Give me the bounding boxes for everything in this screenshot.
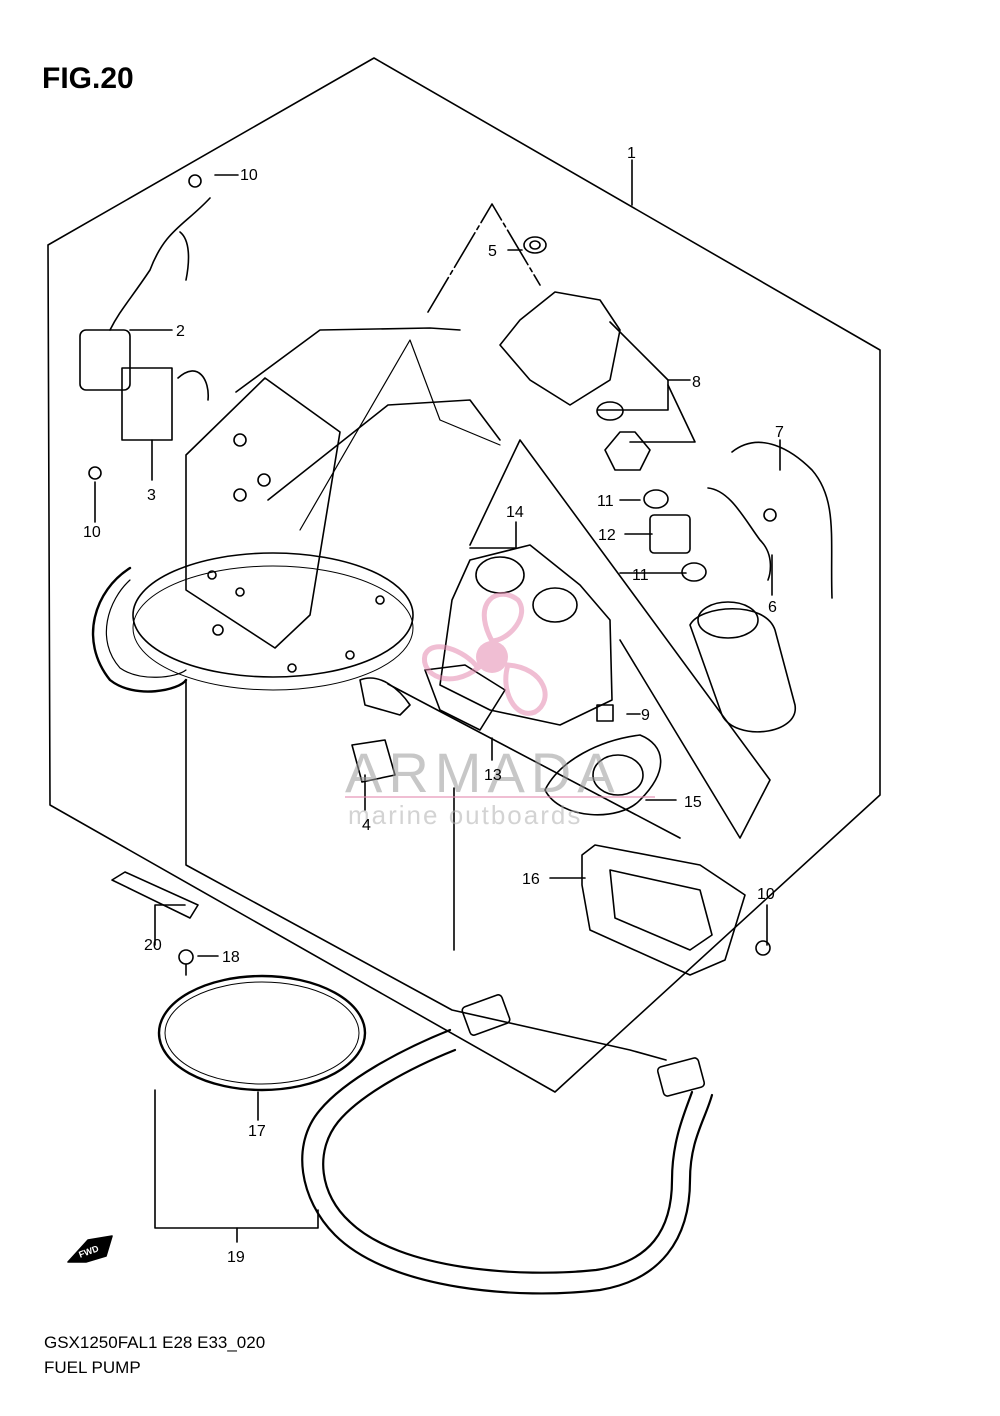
bracket-arm bbox=[235, 327, 461, 393]
bolt-10-right bbox=[755, 940, 771, 956]
callout-10-left: 10 bbox=[83, 524, 101, 541]
callout-16: 16 bbox=[522, 871, 540, 888]
callout-10-top: 10 bbox=[240, 167, 258, 184]
hose-connector-lower bbox=[656, 1057, 706, 1097]
callout-10-right: 10 bbox=[757, 886, 775, 903]
subgroup-boundary-pump bbox=[469, 439, 771, 839]
pump-bracket bbox=[185, 377, 341, 649]
part-12 bbox=[649, 514, 691, 554]
bolt-10-top bbox=[188, 174, 202, 188]
pump-flange-edge bbox=[132, 565, 414, 691]
wire-7 bbox=[731, 441, 833, 599]
filter-cap bbox=[604, 431, 651, 471]
watermark: ARMADA marine outboards bbox=[345, 591, 655, 830]
callout-18: 18 bbox=[222, 949, 240, 966]
assembly-boundary bbox=[47, 57, 881, 1093]
watermark-logo-icon bbox=[476, 641, 508, 673]
oring-11b bbox=[681, 562, 707, 582]
regulator-8 bbox=[499, 291, 621, 406]
bracket-16 bbox=[581, 844, 746, 976]
pump-flange bbox=[132, 552, 414, 678]
fuel-pump bbox=[689, 608, 796, 733]
fuel-hose-19 bbox=[301, 1028, 714, 1295]
watermark-brand: ARMADA bbox=[345, 741, 621, 804]
hose-connector-upper bbox=[461, 994, 511, 1036]
connector-2 bbox=[79, 329, 131, 391]
callout-17: 17 bbox=[248, 1123, 266, 1140]
bolt-18 bbox=[178, 949, 194, 965]
callout-12: 12 bbox=[598, 527, 616, 544]
plate-20 bbox=[111, 871, 199, 919]
fwd-arrow-icon bbox=[67, 1235, 113, 1263]
leader-line bbox=[387, 683, 681, 839]
callout-5: 5 bbox=[488, 243, 497, 260]
model-code: GSX1250FAL1 E28 E33_020 bbox=[44, 1333, 266, 1352]
figure-label: FIG.20 bbox=[42, 62, 134, 95]
wire-6 bbox=[707, 487, 772, 581]
holder-13 bbox=[424, 664, 506, 731]
bracket-rail bbox=[267, 399, 501, 501]
clip-9 bbox=[596, 704, 614, 722]
callout-11-lower: 11 bbox=[632, 567, 649, 584]
oring-11 bbox=[643, 489, 669, 509]
callout-9: 9 bbox=[641, 707, 650, 724]
callout-1: 1 bbox=[627, 145, 636, 162]
callout-19: 19 bbox=[227, 1249, 245, 1266]
bolt-10-left bbox=[88, 466, 102, 480]
callout-8: 8 bbox=[692, 374, 701, 391]
oring-17 bbox=[157, 974, 367, 1092]
callout-2: 2 bbox=[176, 323, 185, 340]
callout-3: 3 bbox=[147, 487, 156, 504]
callout-13: 13 bbox=[484, 767, 502, 784]
subgroup-boundary-upper bbox=[427, 203, 541, 313]
callout-labels: 1 2 3 4 5 6 7 8 9 10 10 10 11 11 12 13 1… bbox=[83, 145, 784, 1266]
callout-6: 6 bbox=[768, 599, 777, 616]
drain-hose bbox=[91, 566, 188, 693]
clip-4 bbox=[351, 739, 396, 783]
sensor-3 bbox=[121, 367, 173, 441]
fuel-filter-14 bbox=[439, 544, 613, 726]
callout-4: 4 bbox=[362, 817, 371, 834]
callout-20: 20 bbox=[144, 937, 162, 954]
callout-15: 15 bbox=[684, 794, 702, 811]
callout-14: 14 bbox=[506, 504, 524, 521]
callout-11-upper: 11 bbox=[597, 493, 614, 510]
oring-5 bbox=[523, 236, 547, 254]
assembly-name: FUEL PUMP bbox=[44, 1358, 141, 1377]
callout-7: 7 bbox=[775, 424, 784, 441]
subgroup-boundary-hose bbox=[185, 679, 667, 1061]
watermark-tagline: marine outboards bbox=[348, 800, 582, 830]
cover-15 bbox=[544, 734, 662, 816]
